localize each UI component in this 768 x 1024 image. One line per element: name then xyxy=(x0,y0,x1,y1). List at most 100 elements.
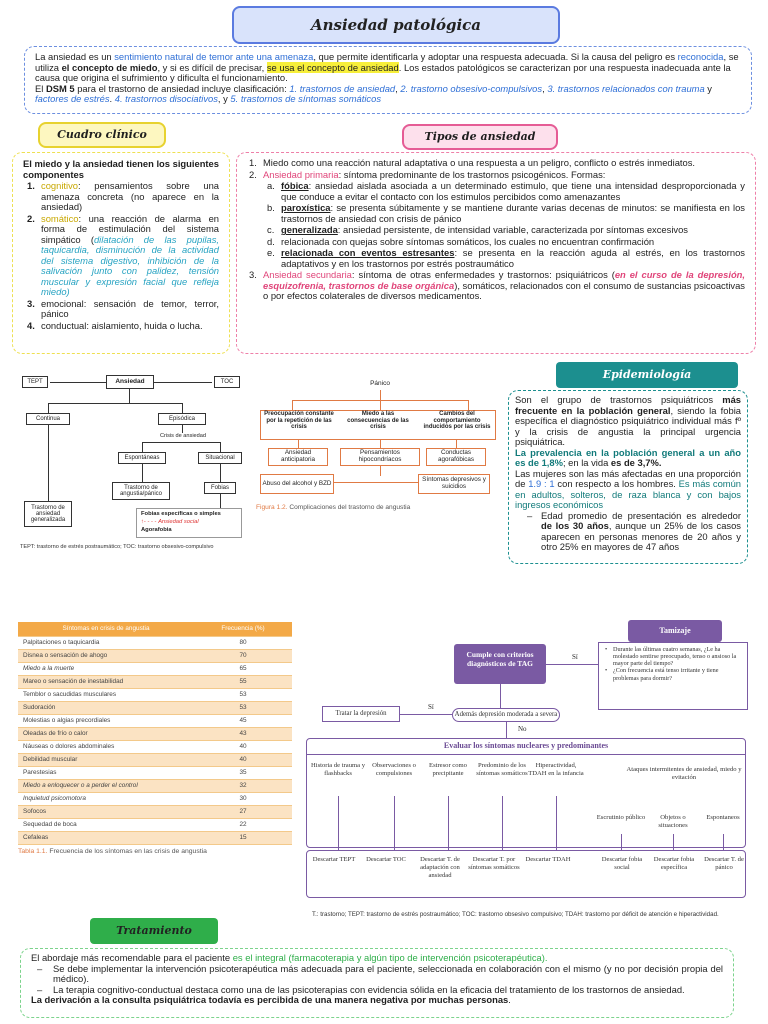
descartar-item: Descartar fobia específica xyxy=(653,856,695,872)
evaluar-column: Hiperactividad, TDAH en la infancia xyxy=(528,762,584,777)
epi-p2: La prevalencia en la población general a… xyxy=(515,446,741,469)
trat-b2: –La terapia cognitivo-conductual destaca… xyxy=(37,983,685,995)
node-fobias: Fobias xyxy=(204,482,236,494)
question-1: •Durante las últimas cuatro semanas, ¿Le… xyxy=(605,646,737,668)
evaluar-title: Evaluar los síntomas nucleares y predomi… xyxy=(443,741,609,750)
agorafobia: Agorafobia xyxy=(141,526,172,533)
no-label: No xyxy=(518,725,527,733)
trat-last: La derivación a la consulta psiquiátrica… xyxy=(31,994,511,1006)
symptom-name: Oleadas de frío o calor xyxy=(18,727,194,741)
descartar-item: Descartar fobia social xyxy=(601,856,643,872)
node-cambios: Cambios del comportamiento inducidos por… xyxy=(423,411,491,431)
diagram1-footnote: TEPT: trastorno de estrés postraumático;… xyxy=(20,544,214,550)
node-ansiedad-anticipatoria: Ansiedad anticipatoria xyxy=(268,448,328,466)
node-panico: Pánico xyxy=(370,380,390,387)
table-row: Miedo a enloquecer o a perder el control… xyxy=(18,779,292,793)
symptom-name: Sudoración xyxy=(18,701,194,715)
symptom-name: Molestias o algias precordiales xyxy=(18,714,194,728)
tratar-depresion: Tratar la depresión xyxy=(322,706,400,722)
causas-row xyxy=(260,410,496,440)
symptom-frequency: 30 xyxy=(194,792,292,806)
descartar-item: Descartar TDAH xyxy=(525,856,571,863)
si-label-2: Sí xyxy=(428,703,434,711)
tipos-title: Tipos de ansiedad xyxy=(402,124,558,150)
cuadro-lead: El miedo y la ansiedad tienen los siguie… xyxy=(23,158,219,180)
ademas-depresion: Además depresión moderada a severa xyxy=(452,708,560,722)
flowchart-footnote: T.: trastorno; TEPT: trastorno de estrés… xyxy=(312,911,719,918)
symptom-name: Mareo o sensación de inestabilidad xyxy=(18,675,194,689)
cuadro-box: El miedo y la ansiedad tienen los siguie… xyxy=(12,152,230,354)
evaluar-column: Estresor como precipitante xyxy=(429,762,467,777)
symptom-name: Disnea o sensación de ahogo xyxy=(18,649,194,663)
epi-p1: Son el grupo de trastornos psiquiátricos… xyxy=(515,394,742,448)
evaluar-subcolumn: Escrutinio público xyxy=(596,814,646,821)
diagram2-caption: Figura 1.2. Complicaciones del trastorno… xyxy=(256,504,411,511)
tipos-sub-b: b.paroxística: se presenta súbitamente y… xyxy=(267,202,745,224)
symptom-frequency: 15 xyxy=(194,831,292,845)
evaluar-subcolumn: Espontaneos xyxy=(706,814,740,821)
ansiedad-diagram: TEPT Ansiedad TOC Continua Episódica Cri… xyxy=(14,368,254,558)
table-caption: Tabla 1.1. Frecuencia de los síntomas en… xyxy=(18,848,207,855)
cuadro-item-4: 4.conductual: aislamiento, huida o lucha… xyxy=(27,319,203,331)
symptom-name: Miedo a la muerte xyxy=(18,662,194,676)
evaluar-column: Historia de trauma y flashbacks xyxy=(310,762,365,777)
red-arrow-icon: ↑- - - - xyxy=(141,518,159,525)
node-tept: TEPT xyxy=(22,376,48,388)
tamizaje-flowchart: Tamizaje Cumple con criterios diagnóstic… xyxy=(300,616,760,936)
trat-p1: El abordaje más recomendable para el pac… xyxy=(31,952,548,963)
node-trastorno-generalizado: Trastorno de ansiedad generalizada xyxy=(24,501,72,527)
tamizaje-questions: •Durante las últimas cuatro semanas, ¿Le… xyxy=(598,642,748,710)
symptom-frequency: 65 xyxy=(194,662,292,676)
descartar-item: Descartar T. de adaptación con ansiedad xyxy=(420,856,460,880)
node-depresivos: Síntomas depresivos y suicidios xyxy=(418,474,490,494)
node-miedo: Miedo a las consecuencias de las crisis xyxy=(347,411,409,431)
evaluar-column: Predominio de los síntomas somáticos xyxy=(476,762,528,777)
symptom-name: Parestesias xyxy=(18,766,194,780)
tipos-sub-d: d.relacionada con quejas sobre síntomas … xyxy=(267,235,655,247)
symptom-frequency: 80 xyxy=(194,636,292,650)
sintomas-table-wrap: Síntomas en crisis de angustia Frecuenci… xyxy=(18,622,292,856)
symptom-name: Debilidad muscular xyxy=(18,753,194,767)
epi-p3: Las mujeres son las más afectadas en una… xyxy=(515,467,742,511)
trat-b1: –Se debe implementar la intervención psi… xyxy=(37,962,723,985)
cuadro-item-1: 1.cognitivo: pensamientos sobre una amen… xyxy=(27,180,219,213)
table-header-sintomas: Síntomas en crisis de angustia xyxy=(18,622,194,637)
epi-bullet: –Edad promedio de presentación es alrede… xyxy=(527,509,741,553)
epi-box: Son el grupo de trastornos psiquiátricos… xyxy=(508,390,748,564)
symptom-frequency: 40 xyxy=(194,740,292,754)
node-episodica: Episódica xyxy=(158,413,206,425)
tipos-item-2: 2.Ansiedad primaria: síntoma predominant… xyxy=(249,168,606,180)
page-title: Ansiedad patológica xyxy=(232,6,560,44)
symptom-name: Inquietud psicomotora xyxy=(18,792,194,806)
node-continua: Continua xyxy=(26,413,70,425)
node-toc: TOC xyxy=(214,376,240,388)
intro-text: La ansiedad es un sentimiento natural de… xyxy=(35,51,739,84)
symptom-name: Sequedad de boca xyxy=(18,818,194,832)
table-header-frecuencia: Frecuencia (%) xyxy=(194,622,292,637)
symptom-frequency: 45 xyxy=(194,714,292,728)
symptom-frequency: 43 xyxy=(194,727,292,741)
symptom-name: Miedo a enloquecer o a perder el control xyxy=(18,779,194,793)
panico-diagram: Pánico Preocupación constante por la rep… xyxy=(256,376,496,516)
symptom-name: Cefaleas xyxy=(18,831,194,845)
descartar-item: Descartar T. por síntomas somáticos xyxy=(468,856,520,872)
symptom-frequency: 53 xyxy=(194,701,292,715)
symptom-frequency: 32 xyxy=(194,779,292,793)
symptom-name: Sofocos xyxy=(18,805,194,819)
symptom-name: Náuseas o dolores abdominales xyxy=(18,740,194,754)
question-2: •¿Con frecuencia está tenso irritante y … xyxy=(605,667,719,682)
node-preocupacion: Preocupación constante por la repetición… xyxy=(264,411,334,431)
node-alcohol: Abuso del alcohol y BZD xyxy=(260,474,334,494)
